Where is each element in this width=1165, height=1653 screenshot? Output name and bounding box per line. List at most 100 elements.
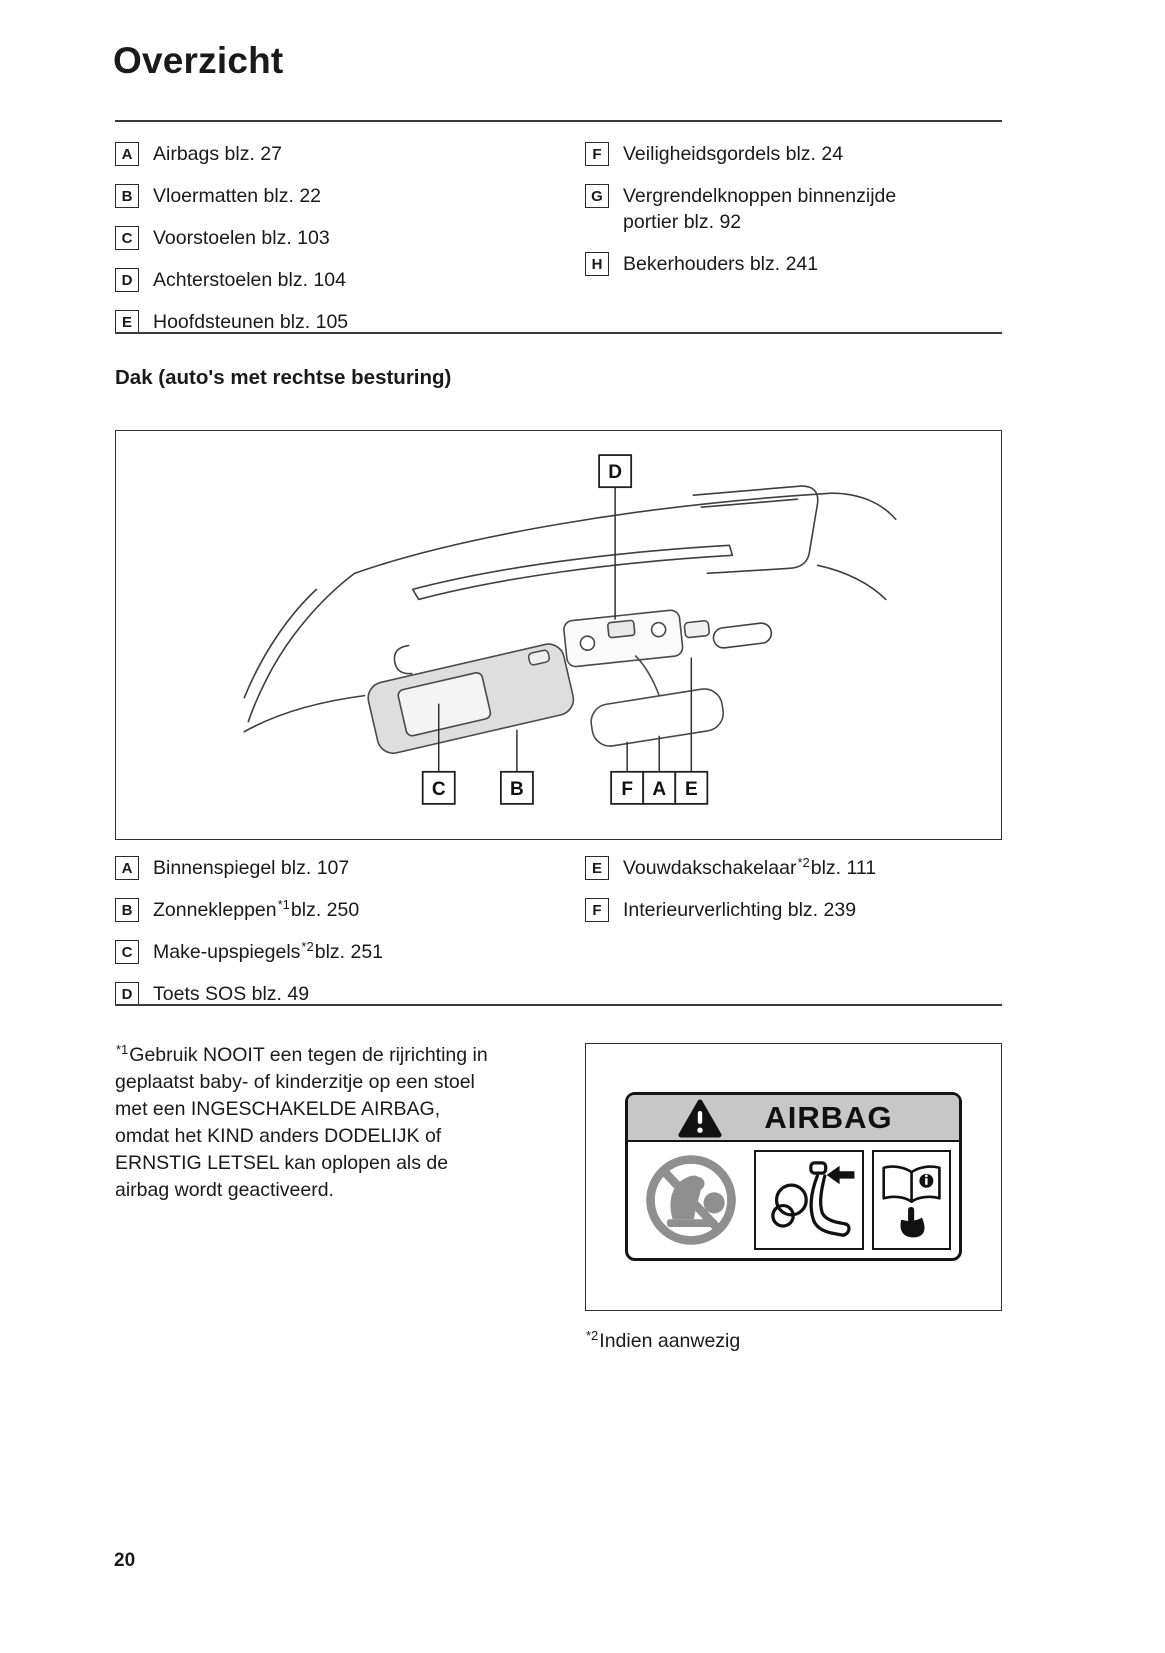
item-label: Bekerhouders blz. 241: [623, 253, 819, 275]
warning-triangle-icon: [678, 1099, 722, 1137]
item-label: Achterstoelen blz. 104: [153, 269, 346, 291]
legend-item-achterstoelen: D Achterstoelen blz. 104: [115, 267, 565, 293]
item-label: Binnenspiegel blz. 107: [153, 857, 350, 879]
airbag-warning-label-frame: AIRBAG: [585, 1043, 1002, 1311]
warning-label-title: AIRBAG: [764, 1099, 893, 1135]
left-door-top: [243, 694, 366, 733]
legend-bottom-left: A Binnenspiegel blz. 107 B Zonnekleppen*…: [115, 855, 565, 1023]
legend-item-makeupspiegels: C Make-upspiegels*2blz. 251: [115, 939, 565, 965]
key-box: E: [585, 856, 609, 880]
grab-handle: [712, 622, 773, 649]
left-pillar-line-2: [243, 588, 318, 699]
legend-bottom-right: E Vouwdakschakelaar*2blz. 111 F Interieu…: [585, 855, 965, 939]
key-box: D: [115, 268, 139, 292]
visor-clip: [527, 649, 551, 666]
svg-text:C: C: [432, 779, 446, 800]
divider-mid-1: [115, 332, 1002, 334]
legend-item-vergrendelknoppen: G Vergrendelknoppen binnenzijde portier …: [585, 183, 965, 235]
key-box: A: [115, 856, 139, 880]
visor-hook: [393, 644, 413, 675]
item-label: Vergrendelknoppen binnenzijde portier bl…: [623, 185, 897, 233]
divider-top: [115, 120, 1002, 122]
svg-text:A: A: [652, 779, 666, 800]
roof-front-edge: [353, 492, 833, 575]
legend-item-hoofdsteunen: E Hoofdsteunen blz. 105: [115, 309, 565, 335]
figure-label-D: D: [598, 454, 633, 489]
legend-item-vloermatten: B Vloermatten blz. 22: [115, 183, 565, 209]
divider-mid-2: [115, 1004, 1002, 1006]
windshield-header-trim: [411, 544, 734, 601]
legend-item-airbags: A Airbags blz. 27: [115, 141, 565, 167]
key-box: F: [585, 142, 609, 166]
figure-label-B: B: [499, 770, 534, 805]
warning-cell-3: [872, 1150, 951, 1250]
footnote-1-marker: *1: [116, 1041, 129, 1057]
page-number: 20: [114, 1550, 136, 1571]
right-rail-bottom: [816, 564, 887, 601]
svg-text:E: E: [685, 779, 698, 800]
figure-label-E: E: [674, 770, 709, 805]
key-box: B: [115, 184, 139, 208]
key-box: G: [585, 184, 609, 208]
legend-item-interieurverlichting: F Interieurverlichting blz. 239: [585, 897, 965, 923]
key-box: E: [115, 310, 139, 334]
read-owners-manual-icon: [881, 1165, 941, 1238]
legend-item-binnenspiegel: A Binnenspiegel blz. 107: [115, 855, 565, 881]
item-label: Voorstoelen blz. 103: [153, 227, 330, 249]
key-box: F: [585, 898, 609, 922]
vanity-mirror: [397, 671, 492, 737]
map-light-left: [579, 635, 596, 651]
roof-opening-inner-line: [700, 498, 799, 509]
rearview-mirror: [590, 688, 725, 747]
item-label: Zonnekleppen*1blz. 250: [153, 896, 360, 922]
item-label: Vloermatten blz. 22: [153, 185, 322, 207]
section-subheading: Dak (auto's met rechtse besturing): [115, 366, 452, 389]
legend-item-vouwdakschakelaar: E Vouwdakschakelaar*2blz. 111: [585, 855, 965, 881]
legend-top-left: A Airbags blz. 27 B Vloermatten blz. 22 …: [115, 141, 565, 351]
key-box: B: [115, 898, 139, 922]
warning-pictogram-row: [628, 1142, 959, 1258]
figure-label-C: C: [421, 770, 456, 805]
roof-switch: [683, 620, 711, 639]
legend-item-zonnekleppen: B Zonnekleppen*1blz. 250: [115, 897, 565, 923]
footnote-2-text: Indien aanwezig: [599, 1330, 741, 1352]
legend-item-voorstoelen: C Voorstoelen blz. 103: [115, 225, 565, 251]
item-label: Veiligheidsgordels blz. 24: [623, 143, 844, 165]
footnote-2-marker: *2: [586, 1327, 599, 1343]
footnote-2: *2Indien aanwezig: [585, 1327, 741, 1353]
key-box: D: [115, 982, 139, 1006]
item-label: Interieurverlichting blz. 239: [623, 899, 857, 921]
footnote-1: *1Gebruik NOOIT een tegen de rijrichting…: [115, 1042, 495, 1204]
airbag-deployment-seat-icon: [771, 1161, 855, 1237]
key-box: C: [115, 940, 139, 964]
roof-opening-edge: [692, 485, 819, 575]
right-rail-top: [830, 492, 897, 521]
item-label: Toets SOS blz. 49: [153, 983, 310, 1005]
legend-item-bekerhouders: H Bekerhouders blz. 241: [585, 251, 965, 277]
warning-label-header: AIRBAG: [628, 1095, 959, 1142]
key-box: C: [115, 226, 139, 250]
left-pillar-line-1: [247, 572, 356, 723]
no-rearfacing-child-seat-icon: [646, 1155, 736, 1245]
item-label: Hoofdsteunen blz. 105: [153, 311, 349, 333]
svg-text:F: F: [621, 779, 633, 800]
roof-diagram: D C B F A: [243, 454, 897, 805]
warning-cell-2: [754, 1150, 864, 1250]
key-box: A: [115, 142, 139, 166]
key-box: H: [585, 252, 609, 276]
map-light-right: [650, 621, 667, 638]
item-label: Airbags blz. 27: [153, 143, 282, 165]
mirror-stem: [634, 654, 660, 696]
page-title: Overzicht: [113, 40, 284, 81]
figure-label-A: A: [642, 770, 677, 805]
airbag-warning-label: AIRBAG: [625, 1092, 962, 1261]
figure-label-F: F: [610, 770, 645, 805]
item-label: Make-upspiegels*2blz. 251: [153, 938, 384, 964]
warning-cell-1: [636, 1150, 746, 1250]
sos-button: [607, 619, 636, 639]
sun-visor: [367, 643, 575, 754]
roof-figure-frame: D C B F A: [115, 430, 1002, 840]
overhead-console: [563, 609, 711, 668]
item-label: Vouwdakschakelaar*2blz. 111: [623, 854, 877, 880]
